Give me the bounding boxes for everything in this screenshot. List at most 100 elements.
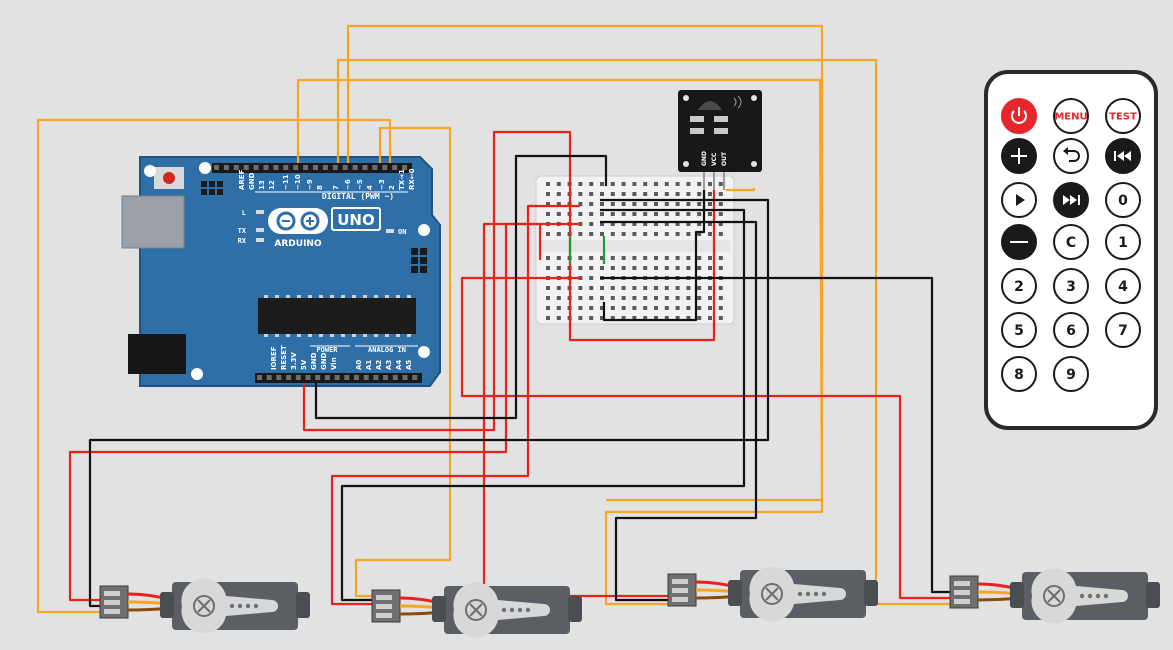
remote-button-1[interactable]: 1 [1105, 224, 1141, 260]
remote-button-menu[interactable]: MENU [1053, 98, 1089, 134]
pin-label: AREF [238, 169, 246, 190]
play-icon [1016, 194, 1025, 206]
pin-label: Vin [330, 357, 338, 370]
remote-button-label: 6 [1066, 323, 1076, 339]
remote-button-5[interactable]: 5 [1001, 312, 1037, 348]
led-on [386, 229, 394, 233]
arduino-uno-board[interactable]: UNO ARDUINO DIGITAL (PWM ~) POWER ANALOG… [121, 156, 441, 387]
remote-button-8[interactable]: 8 [1001, 356, 1037, 392]
pin-label: A4 [395, 360, 403, 370]
remote-button-label: C [1066, 235, 1076, 251]
led-rx-label: RX [238, 237, 247, 245]
remote-button-label: MENU [1054, 112, 1087, 123]
ground-wire-13[interactable] [88, 198, 770, 608]
reset-button[interactable] [163, 172, 175, 184]
ground-wire-15[interactable] [600, 220, 758, 602]
skip-back-icon [1114, 151, 1131, 161]
remote-button-plus[interactable] [1001, 138, 1037, 174]
led-rx [256, 238, 264, 242]
model-label: UNO [337, 211, 375, 229]
usb-port [121, 195, 185, 249]
signal-wire-6[interactable] [726, 188, 756, 192]
signal-wire-2[interactable] [336, 58, 952, 606]
pin-label: GND [320, 352, 328, 370]
ground-wire-17[interactable] [602, 190, 706, 322]
signal-wire-3[interactable] [346, 24, 824, 502]
servo-horn [749, 566, 846, 622]
pin-label: 5V [300, 359, 308, 370]
led-tx-label: TX [238, 227, 247, 235]
pin-label: 2 [388, 185, 396, 190]
remote-button-label: 7 [1118, 323, 1128, 339]
pin-label: A2 [375, 360, 383, 370]
remote-button-next[interactable] [1053, 182, 1089, 218]
ground-wire-14[interactable] [340, 208, 746, 602]
pin-label: A3 [385, 360, 393, 370]
back-arrow-icon [1063, 147, 1080, 162]
pin-label: 4 [366, 185, 374, 190]
pin-label: 3.3V [290, 352, 298, 370]
power-wire-7[interactable] [302, 130, 716, 432]
power-header-label: POWER [316, 346, 338, 354]
analog-header-label: ANALOG IN [368, 346, 406, 354]
signal-wire-4[interactable] [354, 126, 452, 598]
remote-button-play[interactable] [1001, 182, 1037, 218]
power-wire-9[interactable] [330, 204, 580, 606]
led-tx [256, 228, 264, 232]
pin-label: TX→1 [398, 169, 406, 190]
plus-icon [1011, 148, 1027, 164]
remote-button-2[interactable]: 2 [1001, 268, 1037, 304]
digital-header-label: DIGITAL (PWM ~) [322, 192, 394, 201]
remote-button-6[interactable]: 6 [1053, 312, 1089, 348]
breadboard[interactable] [535, 175, 735, 325]
pin-label: 13 [258, 180, 266, 190]
power-wire-11[interactable] [460, 276, 952, 600]
ground-wire-12[interactable] [314, 154, 608, 420]
remote-button-9[interactable]: 9 [1053, 356, 1089, 392]
remote-button-prev[interactable] [1105, 138, 1141, 174]
led-l [256, 210, 264, 214]
ir-sensor-dome [698, 101, 722, 110]
remote-button-7[interactable]: 7 [1105, 312, 1141, 348]
pin-label: 7 [332, 185, 340, 190]
led-l-label: L [242, 209, 246, 217]
brand-label: ARDUINO [274, 239, 322, 249]
signal-wire-5[interactable] [36, 118, 392, 614]
pin-label: GND [310, 352, 318, 370]
remote-button-label: 8 [1014, 367, 1024, 383]
skip-forward-icon [1063, 195, 1080, 205]
pin-label: A5 [405, 360, 413, 370]
remote-button-label: 0 [1118, 193, 1128, 209]
atmega-chip [258, 298, 416, 334]
signal-wire-1[interactable] [296, 78, 824, 606]
servo-1[interactable] [99, 578, 310, 634]
servo-horn [453, 582, 550, 638]
power-icon [1011, 107, 1027, 124]
remote-button-minus[interactable] [1001, 224, 1037, 260]
remote-button-0[interactable]: 0 [1105, 182, 1141, 218]
remote-button-c[interactable]: C [1053, 224, 1089, 260]
servo-3[interactable] [667, 566, 878, 622]
ir-pin-label: VCC [711, 152, 718, 166]
pin-label: RX←0 [408, 168, 416, 190]
servo-2[interactable] [371, 582, 582, 638]
remote-button-label: 5 [1014, 323, 1024, 339]
remote-button-label: 1 [1118, 235, 1128, 251]
remote-button-label: 2 [1014, 279, 1024, 295]
servo-4[interactable] [949, 568, 1160, 624]
pin-label: A0 [355, 360, 363, 370]
remote-button-back[interactable] [1053, 138, 1089, 174]
ground-wire-16[interactable] [600, 276, 952, 594]
pin-label: A1 [365, 360, 373, 370]
pin-label: 12 [268, 180, 276, 190]
remote-button-test[interactable]: TEST [1105, 98, 1141, 134]
remote-button-3[interactable]: 3 [1053, 268, 1089, 304]
pin-label: ~10 [294, 174, 302, 190]
pin-label: 8 [316, 185, 324, 190]
remote-button-power[interactable] [1001, 98, 1037, 134]
on-label: ON [398, 228, 406, 236]
remote-button-4[interactable]: 4 [1105, 268, 1141, 304]
